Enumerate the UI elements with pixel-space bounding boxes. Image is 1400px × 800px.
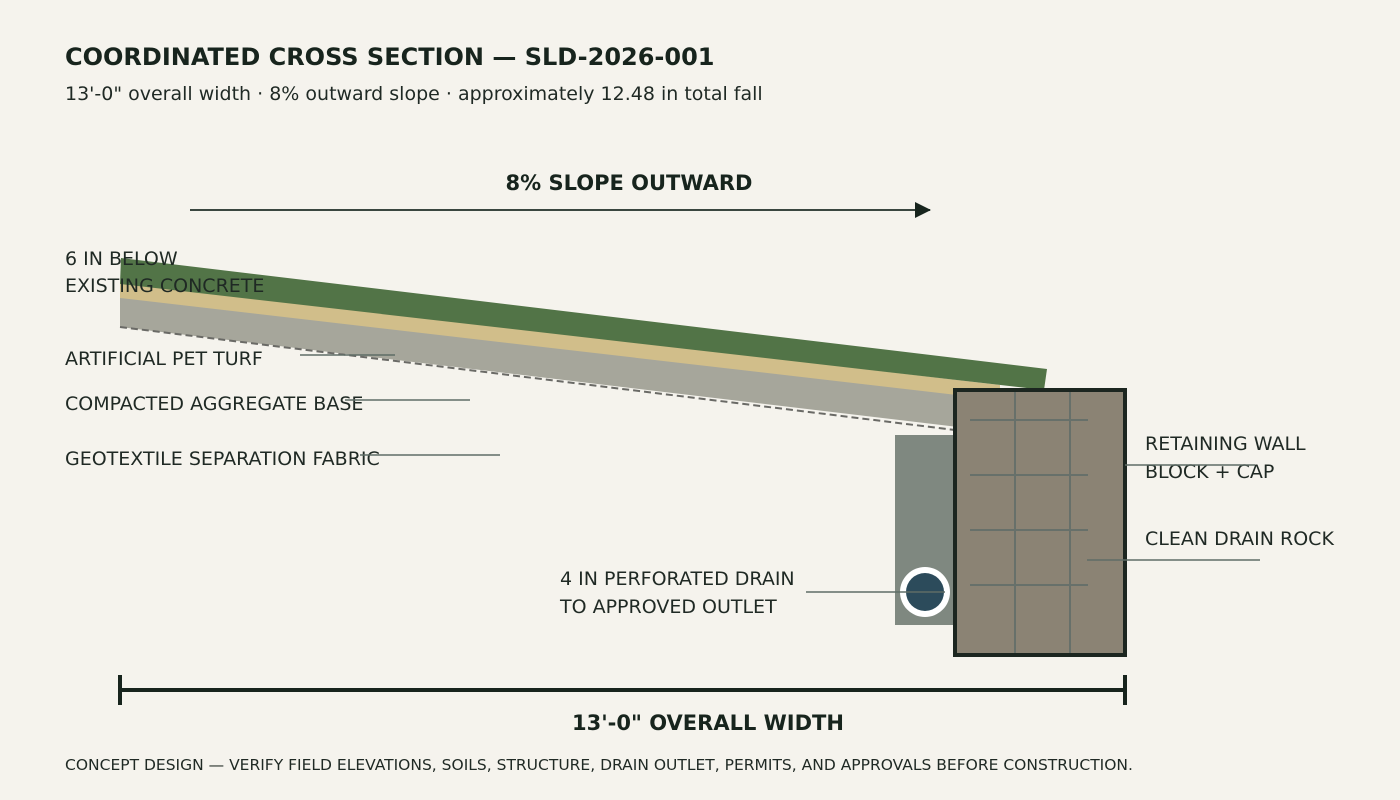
callout-drain-line2: TO APPROVED OUTLET	[559, 596, 777, 618]
aggregate-base-layer	[120, 297, 1000, 432]
footnote: CONCEPT DESIGN — VERIFY FIELD ELEVATIONS…	[65, 756, 1133, 774]
page-title: COORDINATED CROSS SECTION — SLD-2026-001	[65, 43, 715, 71]
callout-wall: RETAINING WALL BLOCK + CAP	[1145, 433, 1312, 483]
callout-drain-rock: CLEAN DRAIN ROCK	[1145, 528, 1334, 550]
callout-geotextile: GEOTEXTILE SEPARATION FABRIC	[65, 448, 380, 470]
callout-turf: ARTIFICIAL PET TURF	[65, 348, 263, 370]
retaining-wall-block	[953, 388, 1127, 657]
geotextile-fabric-line	[119, 326, 956, 431]
retaining-wall	[953, 388, 1127, 657]
callout-aggregate: COMPACTED AGGREGATE BASE	[65, 393, 363, 415]
page-subtitle: 13'-0" overall width · 8% outward slope …	[65, 83, 763, 105]
width-dimension	[118, 675, 1127, 705]
callout-wall-line1: RETAINING WALL	[1145, 433, 1306, 455]
callout-below-concrete-line2: EXISTING CONCRETE	[65, 275, 264, 297]
sand-bedding-layer	[120, 282, 1000, 400]
slope-label: 8% SLOPE OUTWARD	[506, 171, 753, 195]
callout-drain-line1: 4 IN PERFORATED DRAIN	[560, 568, 795, 590]
artificial-turf-layer	[120, 258, 1047, 390]
dimension-label: 13'-0" OVERALL WIDTH	[572, 711, 844, 735]
callout-below-concrete-line1: 6 IN BELOW	[65, 248, 178, 270]
callout-drain: 4 IN PERFORATED DRAIN TO APPROVED OUTLET	[559, 568, 801, 618]
callout-wall-line2: BLOCK + CAP	[1145, 461, 1274, 483]
callout-below-concrete: 6 IN BELOW EXISTING CONCRETE	[65, 248, 264, 297]
